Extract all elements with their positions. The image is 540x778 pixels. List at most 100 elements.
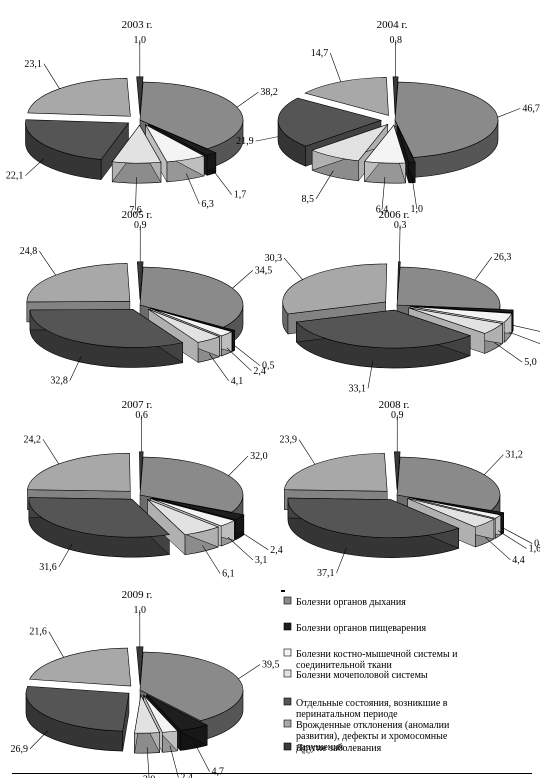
pie-slice [139, 266, 244, 328]
data-label: 8,5 [302, 194, 315, 205]
data-label: 0,9 [134, 220, 147, 231]
pie-slice [407, 498, 495, 528]
data-label: 38,2 [260, 87, 278, 98]
pie-slice [148, 308, 221, 343]
chart-title: 2009 г. [122, 589, 153, 601]
pie-slice [396, 266, 501, 310]
chart-title: 2007 г. [122, 399, 153, 411]
leader-line [508, 331, 540, 345]
leader-line [283, 257, 303, 280]
pie-slice [144, 123, 205, 163]
data-label: 24,2 [23, 434, 41, 445]
pie-slice [26, 263, 131, 303]
leader-line [474, 256, 493, 281]
data-label: 2,4 [270, 545, 283, 556]
pie-slice [408, 307, 504, 334]
legend-swatch [283, 669, 292, 678]
pie-slice [25, 686, 130, 732]
data-label: 32,0 [250, 451, 268, 462]
leader-line [69, 356, 82, 381]
data-label: 3,9 [143, 775, 156, 778]
legend-swatch [283, 742, 292, 751]
leader-line [58, 543, 73, 568]
bottom-divider [12, 773, 532, 774]
pie-slice [410, 306, 513, 323]
data-label: 4,7 [212, 767, 225, 778]
chart-title: 2003 г. [122, 19, 153, 31]
pie-slice [151, 497, 245, 521]
data-label: 33,1 [349, 383, 367, 394]
pie-slice [111, 124, 162, 164]
leader-line [315, 170, 334, 200]
data-label: 0,9 [391, 410, 404, 421]
leader-line [512, 324, 540, 332]
pie-slice [363, 124, 406, 164]
leader-line [146, 747, 150, 778]
pie-chart-4: 2006 г.26,31,13,95,033,130,30,3 [265, 209, 540, 394]
pie-slice [139, 456, 244, 513]
leader-line [497, 108, 521, 118]
pie-slice [396, 124, 416, 164]
data-label: 23,9 [280, 435, 298, 446]
legend-swatch [283, 719, 292, 728]
leader-line [135, 177, 137, 210]
data-label: 2,4 [253, 366, 266, 377]
pie-slice [148, 123, 217, 156]
chart-title: 2005 г. [122, 209, 153, 221]
data-label: 30,3 [265, 253, 283, 264]
leader-line [42, 439, 59, 465]
leader-line [228, 455, 249, 476]
leader-line [208, 353, 229, 381]
legend-label: Болезни органов дыхания [296, 597, 406, 608]
pie-slice [287, 497, 460, 538]
pie-slice [409, 496, 505, 515]
pie-slice [27, 452, 131, 492]
leader-line [25, 158, 45, 176]
leader-line [232, 270, 253, 289]
chart-title: 2006 г. [379, 209, 410, 221]
pie-chart-2: 2004 г.46,71,06,48,521,914,70,8 [236, 19, 540, 216]
data-label: 14,7 [311, 48, 329, 59]
data-label: 1,0 [411, 204, 424, 215]
leader-line [336, 547, 347, 574]
leader-line [238, 664, 261, 680]
leader-line [48, 631, 64, 658]
legend-swatch [283, 622, 292, 631]
pie-slice [136, 76, 144, 115]
data-label: 1,6 [529, 544, 540, 555]
legend-swatch [283, 697, 292, 706]
pie-slice [27, 77, 131, 117]
pie-slice [146, 694, 208, 731]
leader-line [227, 537, 254, 561]
leader-line [255, 136, 279, 142]
leader-line [226, 347, 252, 372]
data-label: 6,1 [222, 569, 235, 580]
pie-chart-5: 2007 г.32,02,43,16,131,624,20,6 [23, 399, 282, 580]
leader-line [494, 342, 523, 363]
data-label: 23,1 [24, 59, 42, 70]
data-label: 22,1 [6, 171, 24, 182]
pie-slice [25, 119, 130, 160]
data-label: 24,8 [20, 246, 38, 257]
pie-slice [409, 497, 502, 519]
chart-title: 2008 г. [379, 399, 410, 411]
leader-line [39, 250, 56, 276]
leader-line [298, 439, 316, 465]
leader-line [502, 527, 533, 544]
leader-line [381, 176, 386, 210]
pie-chart-3: 2005 г.34,50,52,44,132,824,80,9 [20, 209, 275, 387]
data-label: 2,4 [180, 772, 193, 778]
legend-label: Болезни органов пищеварения [296, 623, 426, 634]
leader-line [367, 361, 374, 389]
leader-line [193, 742, 210, 772]
pie-slice [150, 498, 236, 527]
pie-slice [277, 97, 383, 147]
leader-line [329, 52, 342, 82]
leader-line [233, 344, 261, 366]
data-label: 0,3 [394, 220, 407, 231]
pie-slice [147, 499, 219, 536]
